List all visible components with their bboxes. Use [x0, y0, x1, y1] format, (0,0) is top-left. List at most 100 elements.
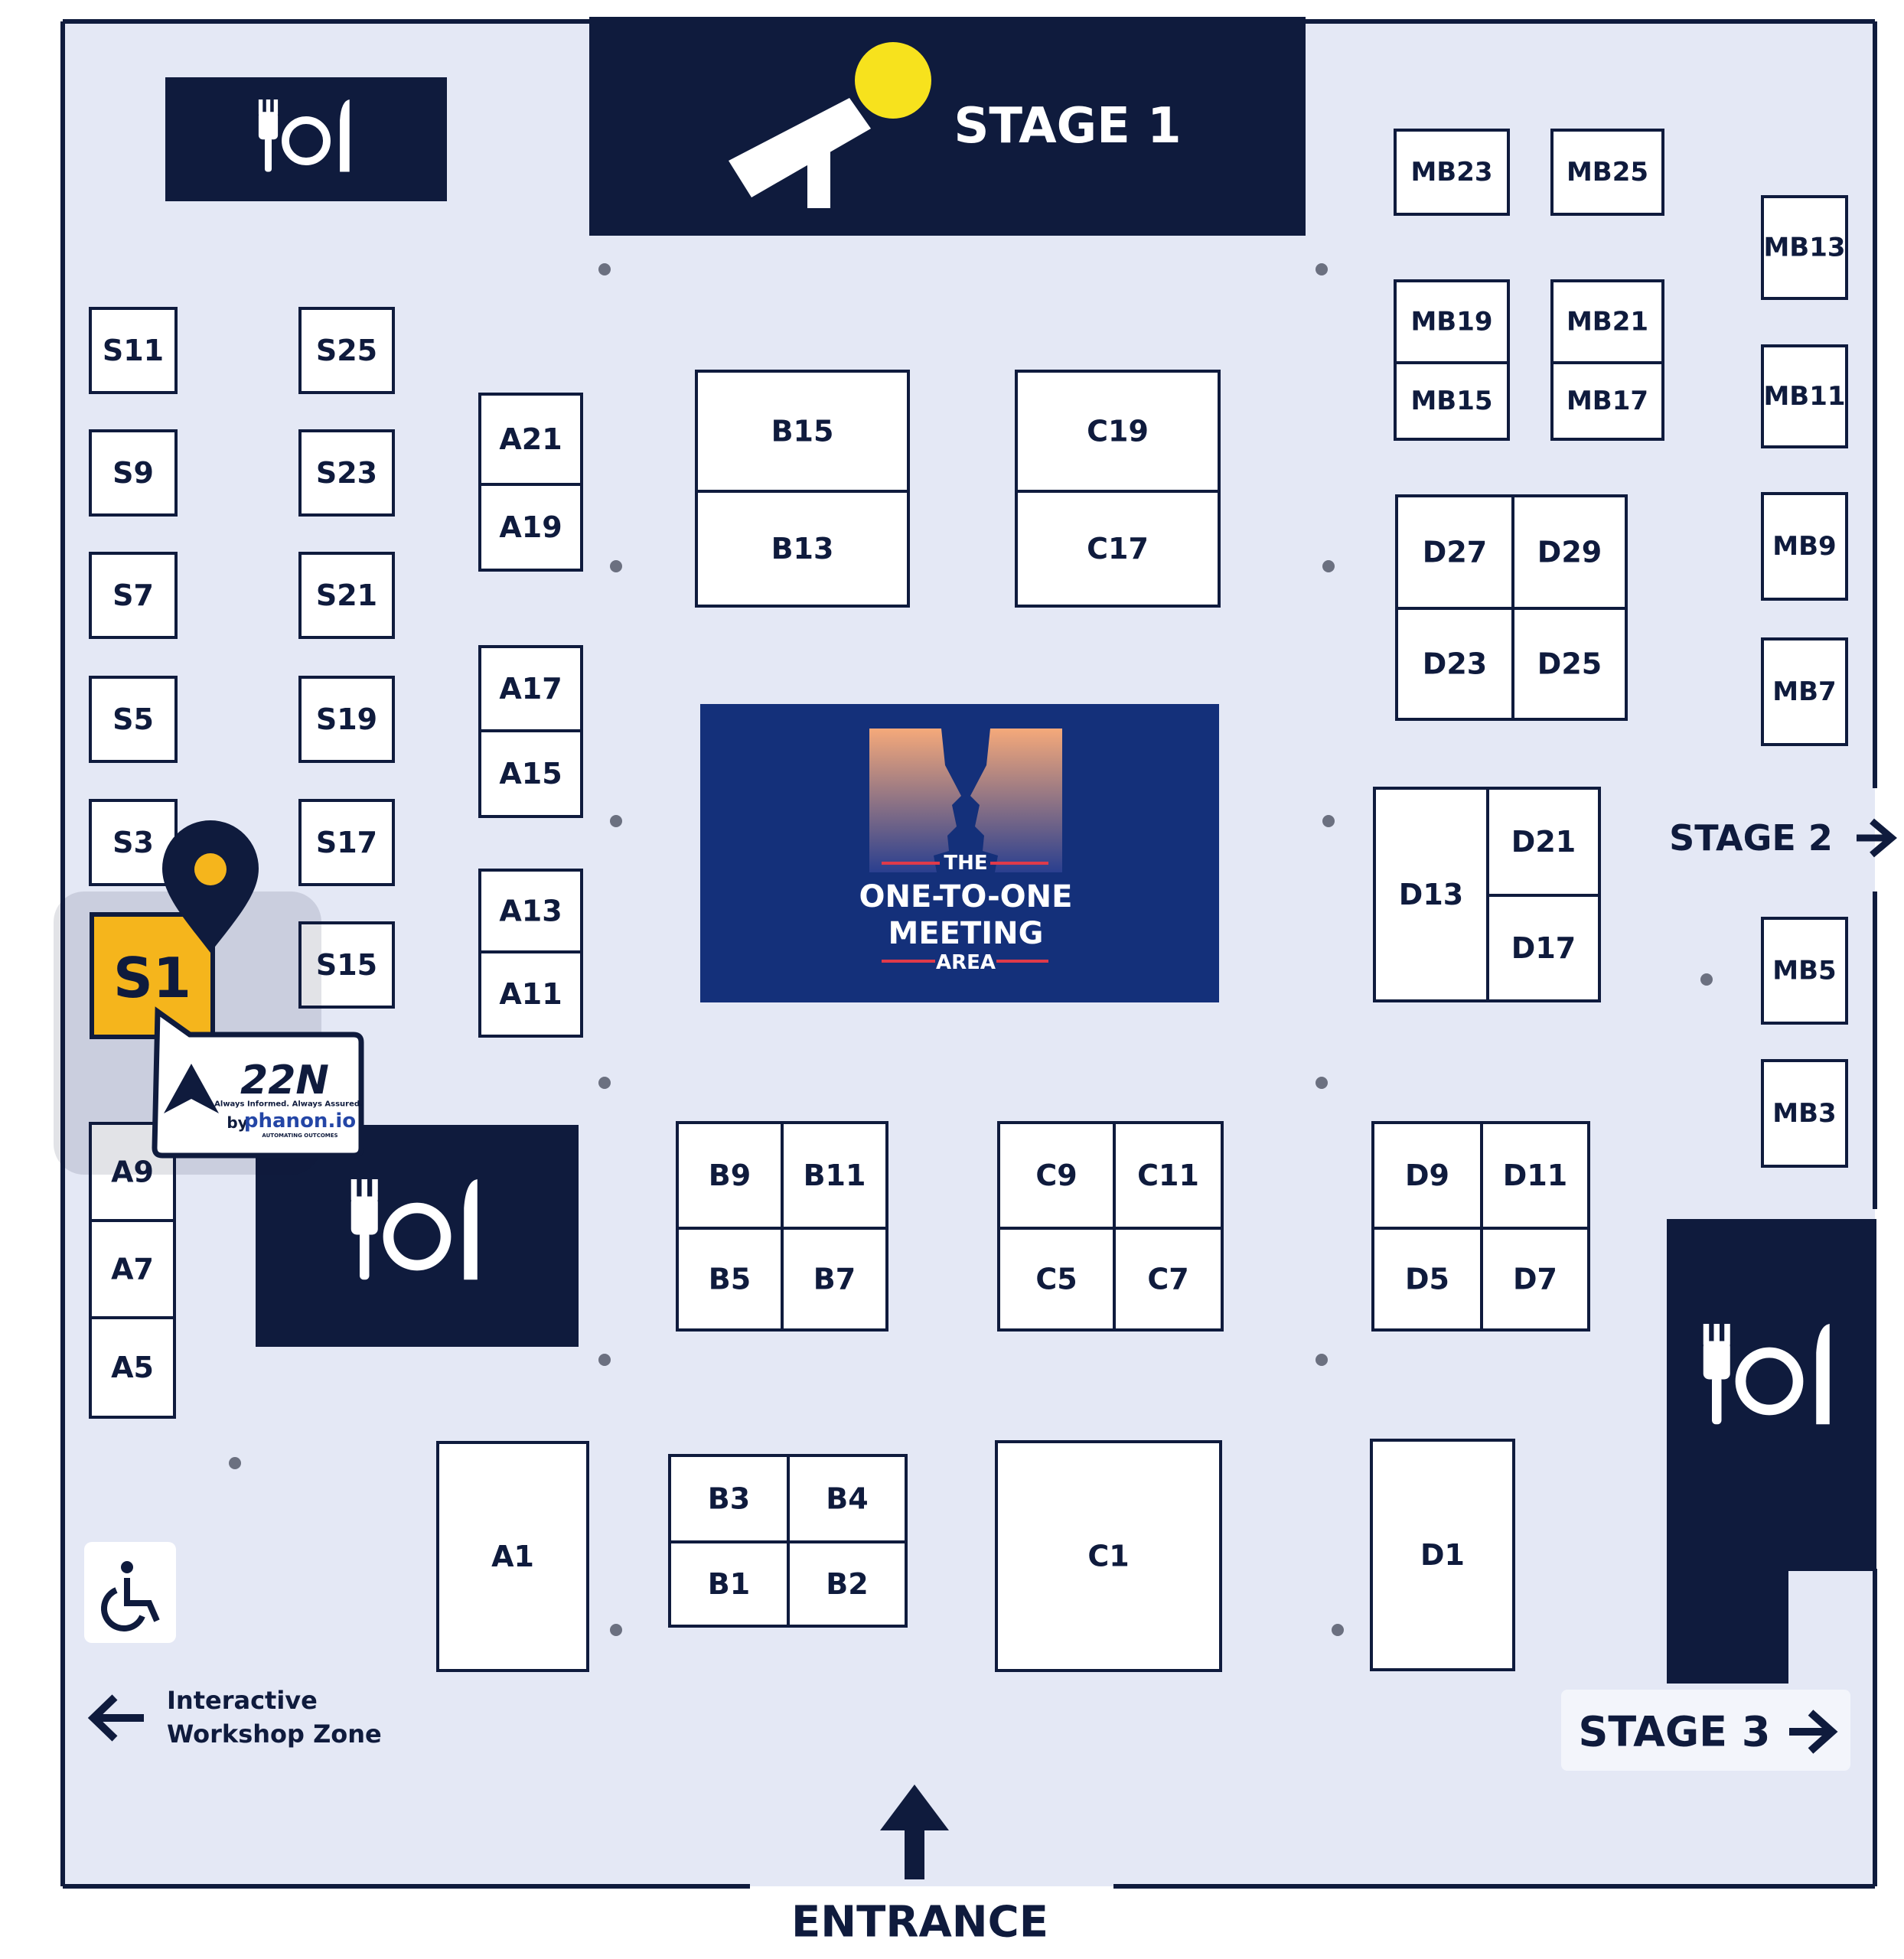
- walkway-dot: [1316, 1077, 1328, 1089]
- booth-s11[interactable]: S11: [89, 307, 178, 394]
- partner-tagline: AUTOMATING OUTCOMES: [262, 1133, 337, 1139]
- booth-c19[interactable]: C19: [1015, 370, 1221, 493]
- booth-a7[interactable]: A7: [89, 1219, 176, 1319]
- booth-mb7[interactable]: MB7: [1761, 637, 1848, 746]
- cutlery-icon: [350, 1179, 478, 1280]
- booth-c11[interactable]: C11: [1113, 1121, 1224, 1230]
- booth-mb19[interactable]: MB19: [1394, 279, 1510, 364]
- booth-label: MB7: [1772, 676, 1836, 707]
- stage-3-sign[interactable]: [1561, 1690, 1850, 1771]
- exhibitor-logo-card[interactable]: 22N Always Informed. Always Assured. by …: [152, 1006, 364, 1159]
- booth-d11[interactable]: D11: [1480, 1121, 1590, 1230]
- booth-b15[interactable]: B15: [695, 370, 910, 493]
- location-pin-icon[interactable]: [162, 820, 259, 953]
- booth-a11[interactable]: A11: [478, 950, 583, 1038]
- booth-a21[interactable]: A21: [478, 393, 583, 486]
- booth-d9[interactable]: D9: [1371, 1121, 1483, 1230]
- booth-d25[interactable]: D25: [1511, 607, 1628, 721]
- booth-b13[interactable]: B13: [695, 490, 910, 608]
- booth-c7[interactable]: C7: [1113, 1227, 1224, 1332]
- booth-b4[interactable]: B4: [787, 1454, 908, 1543]
- booth-c9[interactable]: C9: [997, 1121, 1116, 1230]
- booth-d21[interactable]: D21: [1486, 787, 1601, 897]
- booth-mb13[interactable]: MB13: [1761, 195, 1848, 300]
- booth-s7[interactable]: S7: [89, 552, 178, 639]
- one-to-one-meeting-area[interactable]: [700, 704, 1219, 1002]
- booth-mb23[interactable]: MB23: [1394, 129, 1510, 216]
- booth-c1[interactable]: C1: [995, 1440, 1222, 1672]
- booth-label: A7: [111, 1253, 154, 1286]
- booth-label: C7: [1147, 1263, 1188, 1296]
- walkway-dot: [1316, 263, 1328, 275]
- booth-s19[interactable]: S19: [298, 676, 395, 763]
- booth-mb9[interactable]: MB9: [1761, 492, 1848, 601]
- booth-label: B7: [813, 1263, 856, 1296]
- booth-label: B3: [708, 1482, 750, 1516]
- booth-s1-label: S1: [113, 946, 191, 1010]
- booth-s21[interactable]: S21: [298, 552, 395, 639]
- booth-s25[interactable]: S25: [298, 307, 395, 394]
- booth-label: MB13: [1763, 233, 1845, 263]
- booth-s5[interactable]: S5: [89, 676, 178, 763]
- booth-a17[interactable]: A17: [478, 645, 583, 732]
- booth-b11[interactable]: B11: [781, 1121, 888, 1230]
- workshop-label-line1: Interactive: [167, 1686, 318, 1715]
- booth-mb21[interactable]: MB21: [1550, 279, 1664, 364]
- partner-logo-text: phanon.io: [244, 1110, 356, 1133]
- arrow-icon: [1857, 818, 1897, 858]
- booth-b2[interactable]: B2: [787, 1540, 908, 1628]
- booth-c5[interactable]: C5: [997, 1227, 1116, 1332]
- dining-area-middle-left: [256, 1125, 579, 1347]
- booth-s3[interactable]: S3: [89, 799, 178, 886]
- booth-mb17[interactable]: MB17: [1550, 361, 1664, 441]
- walkway-dot: [1700, 973, 1713, 986]
- booth-mb25[interactable]: MB25: [1550, 129, 1664, 216]
- booth-d1[interactable]: D1: [1370, 1439, 1515, 1671]
- booth-s17[interactable]: S17: [298, 799, 395, 886]
- booth-d5[interactable]: D5: [1371, 1227, 1483, 1332]
- booth-label: MB15: [1410, 386, 1492, 416]
- booth-d17[interactable]: D17: [1486, 894, 1601, 1002]
- meeting-area-label-2: ONE-TO-ONE: [859, 879, 1073, 914]
- booth-s9[interactable]: S9: [89, 429, 178, 517]
- booth-d7[interactable]: D7: [1480, 1227, 1590, 1332]
- booth-s23[interactable]: S23: [298, 429, 395, 517]
- booth-d13[interactable]: D13: [1373, 787, 1489, 1002]
- booth-label: S23: [316, 456, 377, 490]
- booth-d23[interactable]: D23: [1395, 607, 1514, 721]
- booth-a5[interactable]: A5: [89, 1316, 176, 1419]
- booth-label: A19: [499, 510, 562, 544]
- booth-label: MB5: [1772, 956, 1836, 986]
- booth-label: A5: [111, 1351, 154, 1384]
- booth-s15[interactable]: S15: [298, 921, 395, 1009]
- booth-label: C19: [1087, 415, 1149, 448]
- booth-a13[interactable]: A13: [478, 869, 583, 953]
- booth-mb5[interactable]: MB5: [1761, 917, 1848, 1025]
- stage-1-block[interactable]: [589, 17, 1306, 236]
- entrance-label: ENTRANCE: [791, 1898, 1048, 1948]
- cutlery-icon: [258, 99, 350, 172]
- booth-label: A15: [499, 757, 562, 790]
- booth-a19[interactable]: A19: [478, 483, 583, 572]
- booth-mb3[interactable]: MB3: [1761, 1059, 1848, 1168]
- booth-c17[interactable]: C17: [1015, 490, 1221, 608]
- stage-3-label: STAGE 3: [1579, 1708, 1771, 1756]
- booth-label: A21: [499, 422, 562, 456]
- booth-d27[interactable]: D27: [1395, 494, 1514, 610]
- booth-b3[interactable]: B3: [668, 1454, 790, 1543]
- booth-a15[interactable]: A15: [478, 729, 583, 818]
- booth-b1[interactable]: B1: [668, 1540, 790, 1628]
- booth-b5[interactable]: B5: [676, 1227, 784, 1332]
- booth-s1-highlight[interactable]: [90, 912, 215, 1039]
- booth-mb11[interactable]: MB11: [1761, 344, 1848, 448]
- booth-d29[interactable]: D29: [1511, 494, 1628, 610]
- booth-label: MB23: [1410, 157, 1492, 187]
- booth-label: D29: [1537, 536, 1602, 569]
- arrow-icon: [880, 1785, 949, 1879]
- booth-label: B4: [826, 1482, 868, 1516]
- booth-b7[interactable]: B7: [781, 1227, 888, 1332]
- booth-mb15[interactable]: MB15: [1394, 361, 1510, 441]
- booth-a1[interactable]: A1: [436, 1441, 589, 1672]
- booth-b9[interactable]: B9: [676, 1121, 784, 1230]
